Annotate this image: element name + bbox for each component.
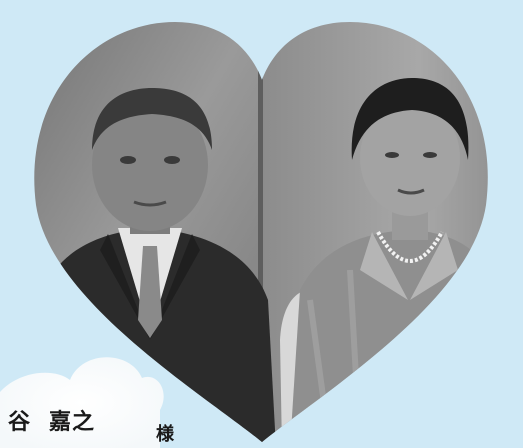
man-mouth	[133, 200, 167, 207]
man-eye-left	[120, 156, 136, 164]
caption-cloud	[0, 357, 164, 448]
man-lapel-left	[100, 234, 150, 340]
caption-given-name: 嘉之	[49, 409, 96, 435]
man-figure	[34, 88, 276, 442]
caption-family-name: 谷	[8, 409, 32, 435]
man-eye-right	[164, 156, 180, 164]
woman-collar-right	[410, 232, 458, 300]
man-lapel-right	[150, 234, 200, 340]
man-tie	[138, 246, 162, 338]
woman-hair	[351, 78, 469, 160]
man-face	[92, 99, 208, 231]
woman-eye-left	[385, 152, 399, 158]
wall-seam	[258, 22, 263, 442]
man-hair	[92, 88, 212, 150]
woman-face	[360, 100, 460, 216]
woman-collar-left	[360, 232, 408, 300]
woman-necklace	[376, 231, 444, 263]
woman-jacket-pattern	[307, 269, 483, 442]
woman-jacket	[290, 230, 488, 442]
caption-name: 谷嘉之	[8, 404, 95, 436]
caption-honorific: 様	[156, 424, 174, 445]
woman-eye-right	[423, 152, 437, 158]
woman-mouth	[397, 188, 425, 195]
